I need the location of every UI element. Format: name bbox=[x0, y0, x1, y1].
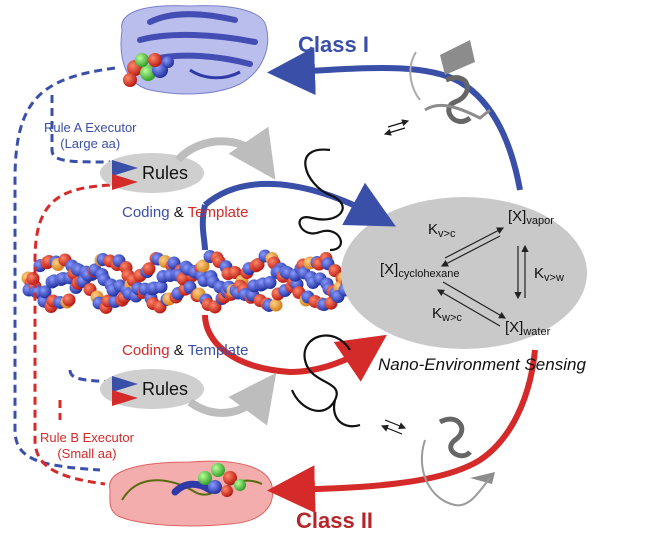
flag-icon bbox=[112, 376, 138, 406]
rules-top-label: Rules bbox=[142, 163, 189, 183]
unfolded-chain-icon bbox=[290, 334, 361, 428]
protein-class1-icon bbox=[120, 5, 269, 95]
dna-atom bbox=[154, 280, 168, 294]
ampersand: & bbox=[173, 342, 184, 359]
template-word: Template bbox=[187, 204, 249, 221]
dashed-connectors bbox=[13, 66, 116, 486]
arrow-blue-to-class1 bbox=[267, 47, 523, 191]
folded-protein-icon bbox=[420, 416, 495, 507]
equilibrium-arrows-icon bbox=[380, 119, 410, 435]
vapor-concentration: [X]vapor bbox=[508, 208, 554, 227]
class2-executor-label: Rule B Executor (Small aa) bbox=[40, 430, 134, 463]
dna-atom bbox=[142, 262, 156, 276]
k-water-cyclohexane: Kw>c bbox=[432, 305, 462, 324]
arrow-red-to-ellipse bbox=[202, 314, 387, 382]
unfolded-chain-icon bbox=[298, 148, 344, 252]
cyclohexane-concentration: [X]cyclohexane bbox=[380, 261, 460, 280]
dna-atom bbox=[62, 293, 76, 307]
arrow-blue-to-ellipse bbox=[203, 180, 396, 227]
protein-class2-icon bbox=[109, 460, 274, 527]
coding-word: Coding bbox=[122, 204, 170, 221]
folded-protein-icon bbox=[409, 40, 491, 124]
class2-executor-line2: (Small aa) bbox=[57, 446, 117, 462]
dna-helix-icon bbox=[21, 249, 359, 314]
arrow-red-to-class2 bbox=[267, 349, 538, 514]
class1-title: Class I bbox=[298, 32, 369, 57]
class1-executor-line2: (Large aa) bbox=[60, 136, 121, 152]
dna-atom bbox=[269, 298, 283, 312]
ampersand: & bbox=[173, 204, 184, 221]
nano-environment-caption: Nano-Environment Sensing bbox=[378, 355, 586, 374]
line-blue-dna-top bbox=[199, 204, 208, 251]
coding-template-bottom: Coding & Template bbox=[122, 343, 249, 358]
dna-atom bbox=[196, 259, 210, 273]
equilibrium-arrows-icon bbox=[436, 227, 529, 327]
coding-word: Coding bbox=[122, 342, 170, 359]
class1-executor-line1: Rule A Executor bbox=[44, 120, 137, 135]
template-word: Template bbox=[187, 342, 249, 359]
rules-bottom-label: Rules bbox=[142, 379, 189, 399]
dna-atom bbox=[263, 276, 277, 290]
flag-icon bbox=[112, 160, 138, 190]
class2-executor-line1: Rule B Executor bbox=[40, 430, 134, 445]
water-concentration: [X]water bbox=[505, 319, 551, 338]
class1-executor-label: Rule A Executor (Large aa) bbox=[44, 120, 137, 153]
coding-template-top: Coding & Template bbox=[122, 205, 249, 220]
dna-atom bbox=[26, 272, 40, 286]
k-vapor-water: Kv>w bbox=[534, 265, 564, 284]
class2-title: Class II bbox=[296, 508, 374, 533]
environment-ellipse bbox=[341, 197, 587, 349]
k-vapor-cyclohexane: Kv>c bbox=[428, 221, 456, 240]
dna-atom bbox=[38, 285, 52, 299]
